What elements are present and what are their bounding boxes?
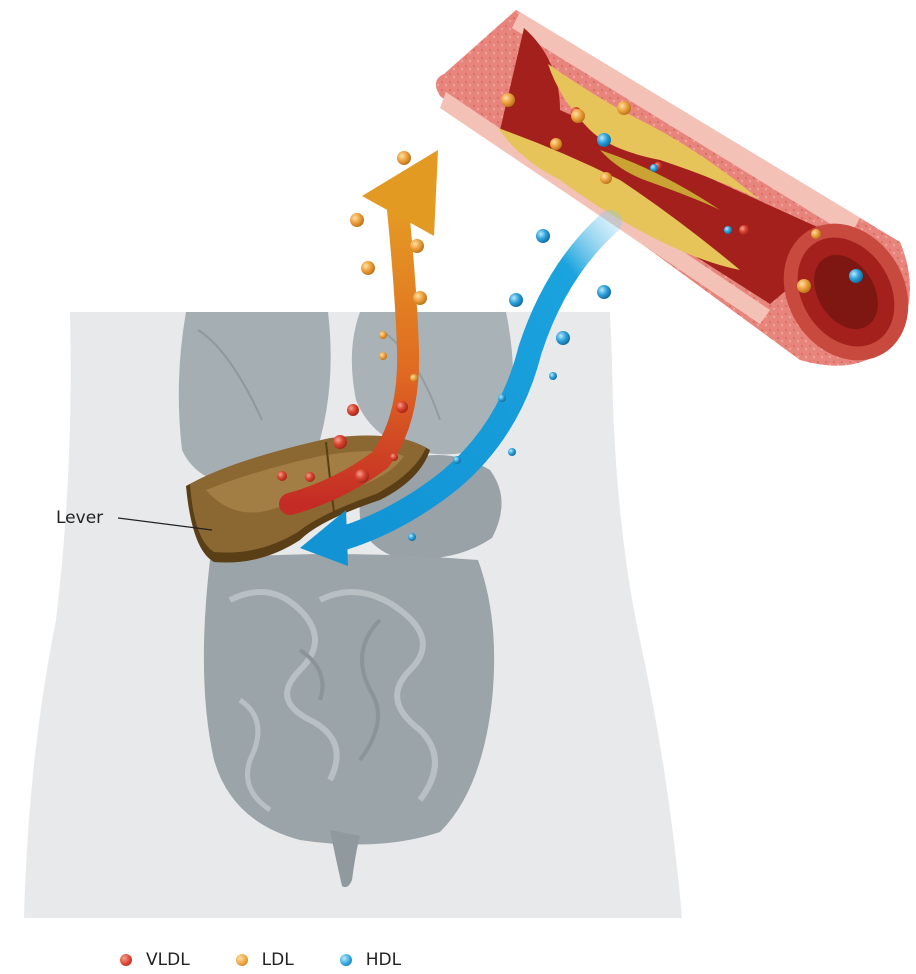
legend-item-ldl: LDL [236, 950, 294, 970]
legend-label-ldl: LDL [262, 950, 294, 970]
ldl-dot-icon [236, 954, 248, 966]
legend-label-vldl: VLDL [146, 950, 190, 970]
legend-item-hdl: HDL [340, 950, 401, 970]
vldl-dot-icon [120, 954, 132, 966]
legend: VLDL LDL HDL [120, 950, 447, 970]
hdl-dot-icon [340, 954, 352, 966]
liver-label: Lever [56, 508, 103, 528]
legend-label-hdl: HDL [366, 950, 401, 970]
legend-item-vldl: VLDL [120, 950, 190, 970]
